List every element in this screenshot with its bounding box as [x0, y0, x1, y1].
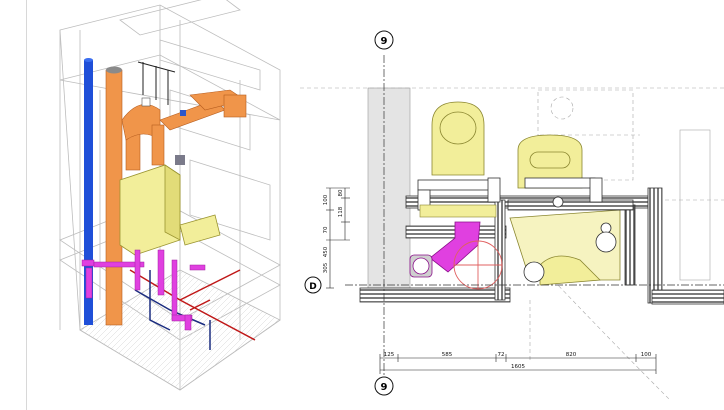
navy-piping-lines [134, 270, 211, 350]
grid-label-row: D [309, 282, 316, 292]
total-dim-1605: 1605 [511, 364, 525, 370]
vdim-80: 80 [338, 189, 344, 196]
hdim-125: 125 [384, 352, 395, 358]
plan-view-drawing: 9 9 D 100 80 70 118 450 305 12 [300, 30, 724, 401]
vdim-70: 70 [323, 226, 329, 233]
red-piping-lines [129, 269, 256, 341]
grid-label-top: 9 [381, 36, 388, 47]
grey-fittings [141, 97, 186, 165]
grid-bubble-row: D [304, 276, 322, 294]
red-hatched-circles [453, 240, 503, 290]
left-margin-rule [26, 0, 27, 410]
isometric-3d-view [59, 0, 281, 391]
vdim-118: 118 [338, 206, 344, 217]
grid-bubble-top: 9 [374, 30, 394, 50]
vertical-dimension-chain [326, 187, 350, 289]
yellow-boiler-unit [119, 164, 221, 256]
hdim-72: 72 [498, 352, 505, 358]
orange-exhaust-stack [105, 66, 247, 326]
hdim-820: 820 [566, 352, 577, 358]
blue-vertical-pipe [84, 58, 93, 325]
black-hangers [137, 61, 176, 105]
vdim-100: 100 [323, 194, 329, 205]
building-wireframe [59, 0, 281, 391]
masonry-walls [359, 187, 724, 305]
horizontal-dimension-chain [379, 354, 657, 374]
magenta-duct [409, 221, 481, 278]
grid-label-bottom: 9 [381, 382, 388, 393]
hdim-100: 100 [641, 352, 652, 358]
grid-bubble-bottom: 9 [374, 376, 394, 396]
grid-axis-lines [345, 55, 724, 375]
magenta-piping [81, 249, 206, 331]
gray-column [367, 87, 411, 301]
vdim-305: 305 [323, 262, 329, 273]
vdim-450: 450 [323, 246, 329, 257]
hdim-585: 585 [442, 352, 453, 358]
yellow-band [419, 204, 497, 218]
